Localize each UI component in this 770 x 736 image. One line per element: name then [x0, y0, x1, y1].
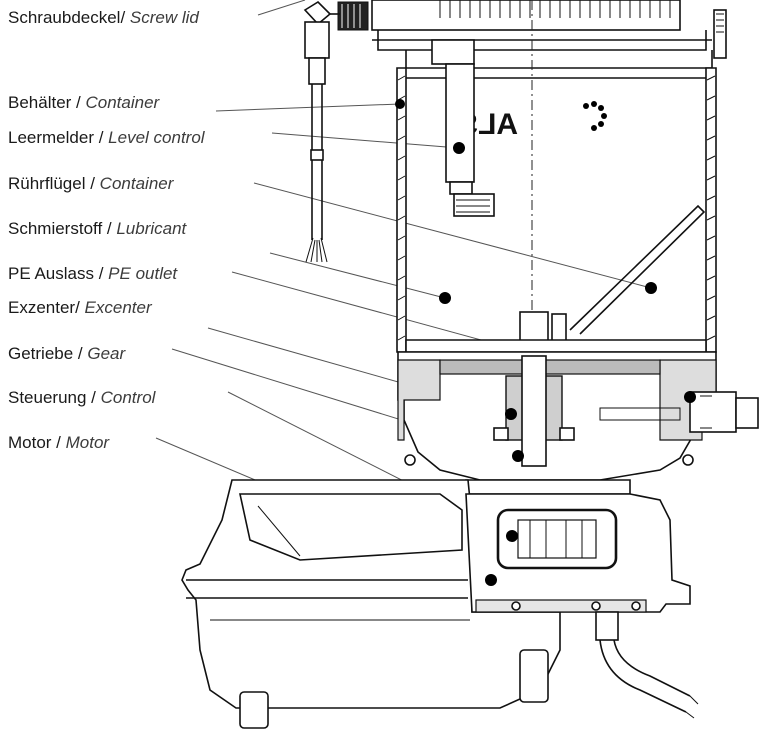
screw-lid: [371, 0, 727, 69]
leader-schmierstoff: [269, 252, 446, 299]
dot-excenter: [505, 408, 517, 420]
dot-stirring-paddle: [645, 282, 657, 294]
label-ruehrfluegel: Rührflügel / Container: [8, 174, 175, 193]
label-steuerung: Steuerung / Control: [8, 388, 157, 407]
dot-control: [506, 530, 518, 542]
leader-ruehrfluegel: [253, 182, 652, 289]
dot-pe-outlet: [684, 391, 696, 403]
dot-motor: [485, 574, 497, 586]
pump-housing: [397, 339, 759, 495]
motor-base: [181, 479, 699, 729]
level-sensor: [431, 39, 495, 217]
dot-gear: [512, 450, 524, 462]
dot-lubricant: [439, 292, 451, 304]
label-exzenter: Exzenter/ Excenter: [8, 298, 153, 317]
dot-container: [395, 99, 405, 109]
stirring-paddle: [519, 204, 706, 355]
label-schraubdeckel: Schraubdeckel/ Screw lid: [8, 8, 199, 27]
callout-dots: [395, 99, 696, 586]
cable-connector: [303, 0, 369, 263]
label-schmierstoff: Schmierstoff / Lubricant: [8, 219, 188, 238]
label-pe-auslass: PE Auslass / PE outlet: [8, 264, 178, 283]
label-behaelter: Behälter / Container: [8, 93, 161, 112]
label-getriebe: Getriebe / Gear: [8, 344, 127, 363]
label-motor: Motor / Motor: [8, 433, 110, 452]
dot-level-control: [453, 142, 465, 154]
label-leermelder: Leermelder / Level control: [8, 128, 206, 147]
label-list: Schraubdeckel/ Screw lid Behälter / Cont…: [8, 8, 206, 452]
leader-schraubdeckel: [257, 0, 306, 16]
leader-leermelder: [271, 132, 460, 149]
leader-behaelter: [215, 103, 401, 112]
